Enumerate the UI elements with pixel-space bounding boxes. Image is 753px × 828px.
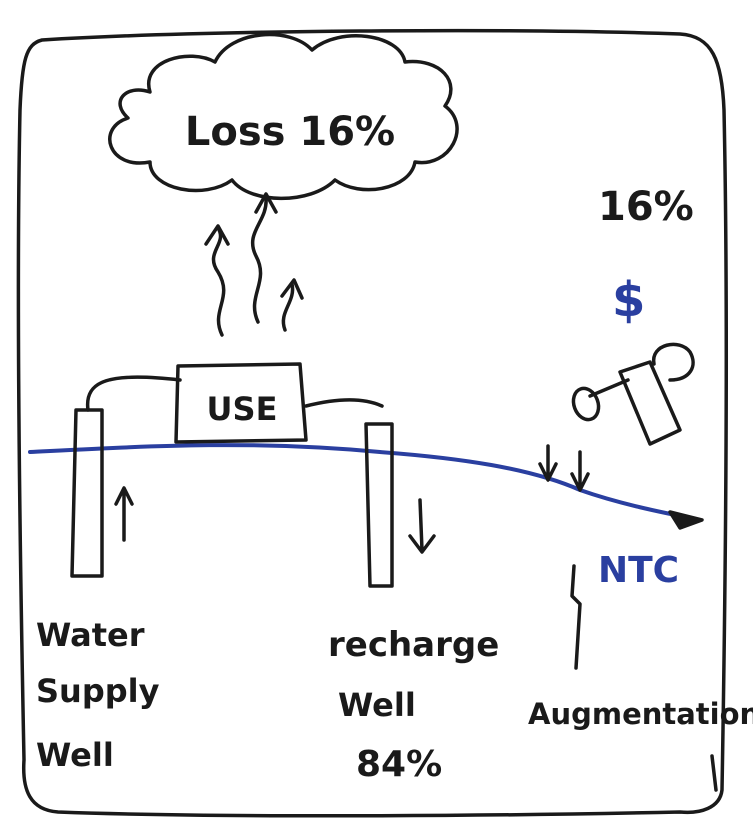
use-box xyxy=(174,362,308,444)
pour-arrow-right xyxy=(570,450,590,492)
cost-symbol: $ xyxy=(612,272,645,328)
frame-tick xyxy=(710,754,718,792)
supply-well-label-line-3: Well xyxy=(36,736,114,774)
supply-well-label-line-2: Supply xyxy=(36,672,160,710)
vapor-arrow-right-head xyxy=(280,278,304,300)
recharge-down-arrow xyxy=(408,498,436,554)
stream-label: NTC xyxy=(598,550,679,591)
supply-well-label-line-1: Water xyxy=(36,616,145,654)
loss-label: Loss 16% xyxy=(185,109,395,155)
water-table xyxy=(28,443,702,522)
pour-arrow-left xyxy=(538,444,558,482)
vapor-arrow-center xyxy=(250,196,268,324)
recharge-pipe xyxy=(304,398,384,408)
supply-well-up-arrow xyxy=(114,486,134,542)
augmentation-percent: 16% xyxy=(598,184,694,230)
recharge-well-label-line-2: Well xyxy=(338,686,416,724)
vapor-arrow-center-head xyxy=(254,192,278,214)
recharge-percent: 84% xyxy=(356,744,442,785)
recharge-well-label-line-1: recharge xyxy=(328,625,499,665)
augmentation-leader xyxy=(570,564,582,670)
recharge-well-casing xyxy=(364,422,394,588)
vapor-arrow-left xyxy=(211,226,226,337)
outer-frame xyxy=(16,28,728,818)
loss-cloud xyxy=(108,32,459,201)
use-label: USE xyxy=(207,390,278,428)
supply-well-casing xyxy=(70,408,104,578)
vapor-arrow-left-head xyxy=(204,224,230,246)
augmentation-label: Augmentation xyxy=(528,697,753,731)
watering-can-icon xyxy=(571,342,695,446)
flow-direction-arrowhead xyxy=(668,510,704,530)
supply-pipe xyxy=(85,375,182,412)
vapor-arrow-right xyxy=(281,282,295,332)
